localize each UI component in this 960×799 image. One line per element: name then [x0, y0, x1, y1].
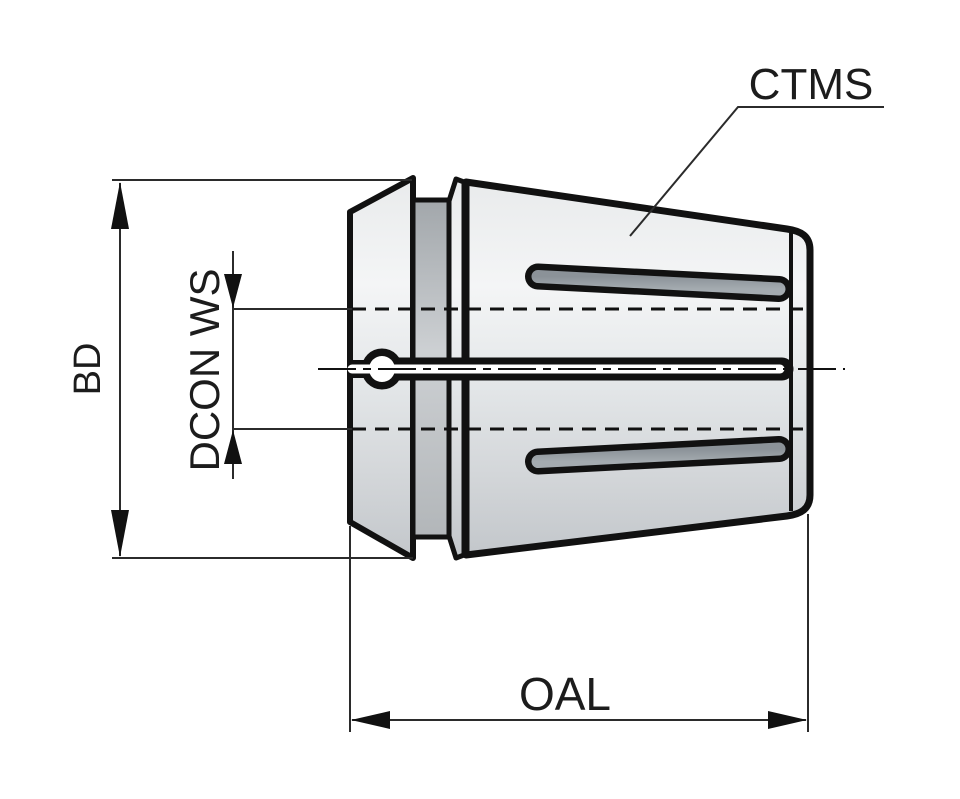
oal-dimension: OAL — [349, 514, 809, 732]
dcon-ws-label: DCON WS — [181, 269, 228, 472]
oal-arrow-left — [351, 711, 390, 729]
bd-dimension: BD — [67, 179, 413, 559]
bd-arrow-down — [111, 510, 129, 557]
collet-slots — [525, 263, 792, 475]
ctms-callout: CTMS — [629, 60, 884, 237]
ctms-leader-line — [629, 106, 884, 237]
dcon-ws-dimension: DCON WS — [181, 251, 352, 479]
dcon-arrow-down — [224, 274, 242, 308]
dcon-arrow-up — [224, 430, 242, 464]
oal-label: OAL — [519, 668, 611, 720]
bd-label: BD — [67, 343, 109, 396]
oal-arrow-right — [768, 711, 807, 729]
bd-arrow-up — [111, 182, 129, 229]
ctms-label: CTMS — [749, 60, 874, 109]
hidden-bore-lines — [352, 307, 808, 431]
bottom-slot-fill — [531, 442, 786, 468]
top-slot-fill — [531, 270, 786, 296]
